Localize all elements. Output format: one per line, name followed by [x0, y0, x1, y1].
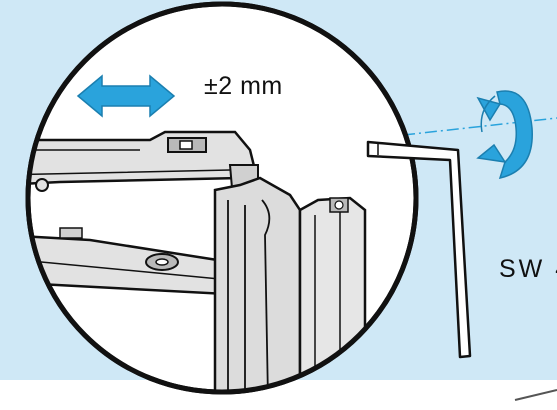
- footer-corner-mark: [514, 389, 557, 401]
- double-headed-arrow-icon: [76, 74, 176, 118]
- hinge-upper-arm: [28, 130, 259, 192]
- wrench-size-label: SW 4: [499, 255, 557, 283]
- detail-circle: [25, 1, 419, 395]
- rotate-arrows-icon: [476, 90, 533, 180]
- hex-key-icon: [366, 140, 472, 359]
- adjustment-range-label: ±2 mm: [204, 72, 283, 100]
